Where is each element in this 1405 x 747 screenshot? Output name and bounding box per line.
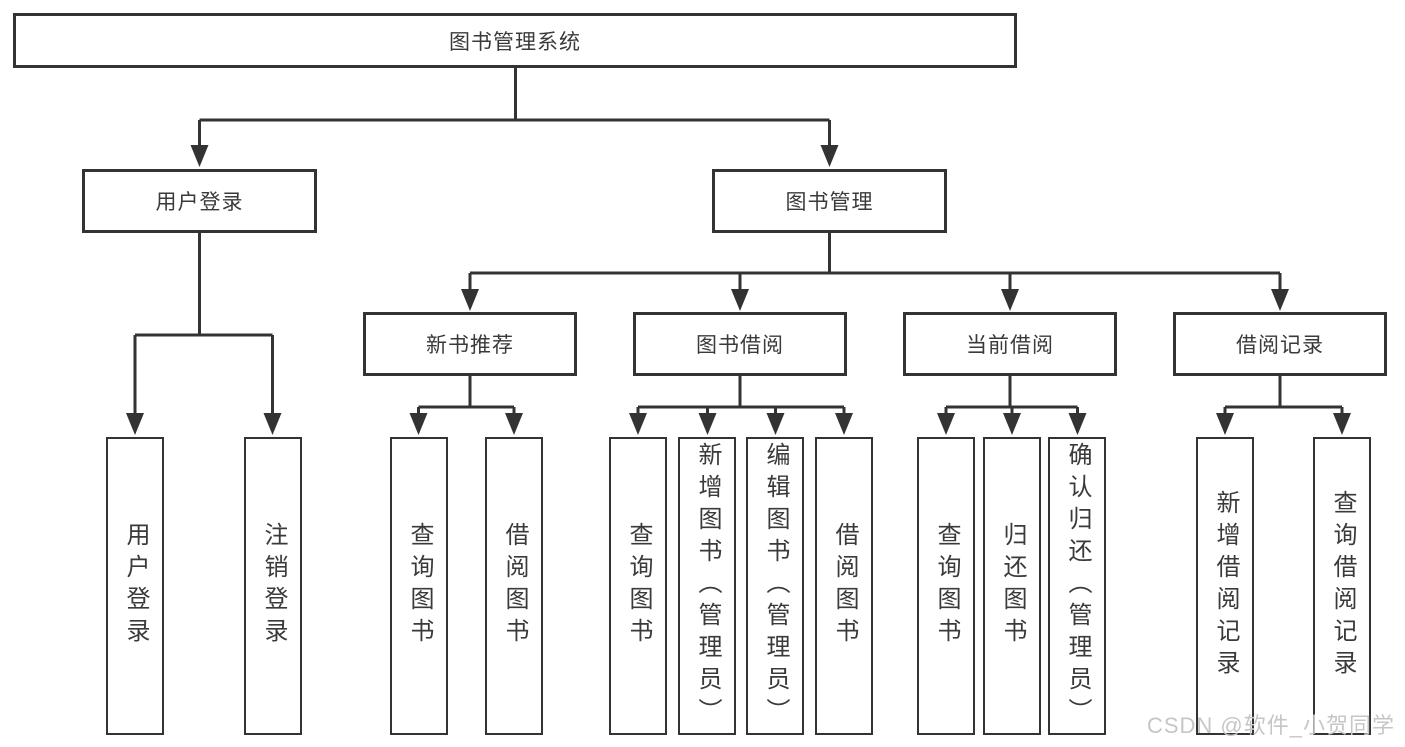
leaf-return-book: 归还图书 — [983, 437, 1041, 735]
leaf-query-borrow-record-label: 查询借阅记录 — [1329, 490, 1356, 682]
leaf-add-book-admin: 新增图书（管理员） — [678, 437, 736, 735]
node-library-system: 图书管理系统 — [13, 13, 1017, 68]
node-book-borrowing-label: 图书借阅 — [696, 334, 784, 357]
node-new-book-recommend-label: 新书推荐 — [426, 334, 514, 357]
node-user-login-label: 用户登录 — [155, 191, 244, 214]
leaf-query-books-current: 查询图书 — [917, 437, 975, 735]
leaf-return-book-label: 归还图书 — [999, 522, 1026, 650]
node-borrowing-records-label: 借阅记录 — [1236, 334, 1324, 357]
csdn-watermark: CSDN @软件_小贺同学 — [1146, 713, 1395, 738]
leaf-query-books-recommend-label: 查询图书 — [406, 522, 433, 650]
node-current-borrowing: 当前借阅 — [903, 312, 1117, 376]
node-library-system-label: 图书管理系统 — [449, 30, 581, 54]
leaf-query-borrow-record: 查询借阅记录 — [1313, 437, 1371, 735]
node-borrowing-records: 借阅记录 — [1173, 312, 1387, 376]
leaf-logout-label: 注销登录 — [260, 522, 287, 650]
node-user-login: 用户登录 — [82, 169, 317, 233]
node-new-book-recommend: 新书推荐 — [363, 312, 577, 376]
node-current-borrowing-label: 当前借阅 — [966, 334, 1054, 357]
arrowheads — [126, 145, 1351, 435]
leaf-borrow-books-borrowing: 借阅图书 — [815, 437, 873, 735]
leaf-edit-book-admin-label: 编辑图书（管理员） — [762, 442, 789, 730]
node-book-borrowing: 图书借阅 — [633, 312, 847, 376]
leaf-user-login-label: 用户登录 — [122, 522, 149, 650]
leaf-logout: 注销登录 — [244, 437, 302, 735]
leaf-borrow-books-recommend: 借阅图书 — [485, 437, 543, 735]
leaf-confirm-return-admin: 确认归还（管理员） — [1048, 437, 1106, 735]
leaf-query-books-recommend: 查询图书 — [390, 437, 448, 735]
leaf-query-books-current-label: 查询图书 — [933, 522, 960, 650]
node-book-management: 图书管理 — [712, 169, 947, 233]
leaf-query-books-borrowing: 查询图书 — [609, 437, 667, 735]
leaf-add-book-admin-label: 新增图书（管理员） — [694, 442, 721, 730]
leaf-query-books-borrowing-label: 查询图书 — [625, 522, 652, 650]
leaf-confirm-return-admin-label: 确认归还（管理员） — [1064, 442, 1091, 730]
leaf-user-login: 用户登录 — [106, 437, 164, 735]
leaf-add-borrow-record: 新增借阅记录 — [1196, 437, 1254, 735]
leaf-edit-book-admin: 编辑图书（管理员） — [746, 437, 804, 735]
leaf-borrow-books-borrowing-label: 借阅图书 — [831, 522, 858, 650]
leaf-borrow-books-recommend-label: 借阅图书 — [501, 522, 528, 650]
leaf-add-borrow-record-label: 新增借阅记录 — [1212, 490, 1239, 682]
node-book-management-label: 图书管理 — [785, 191, 874, 214]
